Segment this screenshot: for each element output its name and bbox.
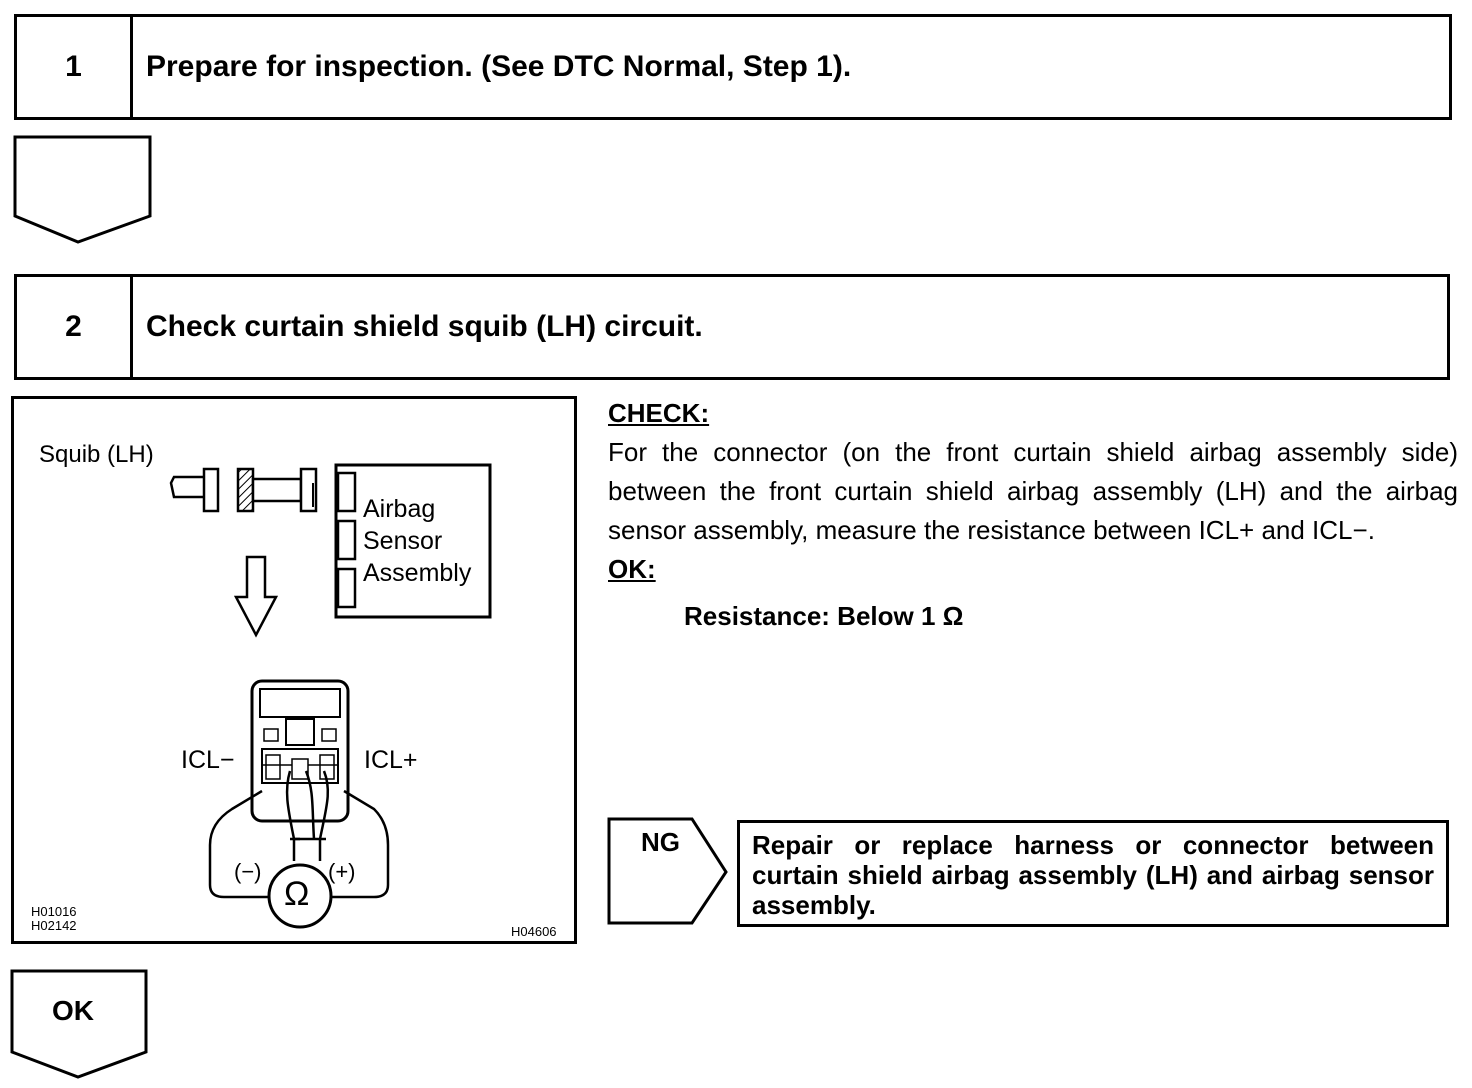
ohmmeter-dial-icon <box>267 863 333 929</box>
sensor-label-assembly: Assembly <box>363 559 472 587</box>
step-1-box: 1 Prepare for inspection. (See DTC Norma… <box>14 14 1452 120</box>
ohmmeter-body-icon <box>208 789 390 899</box>
airbag-sensor-box-icon <box>334 463 492 619</box>
icl-minus-label: ICL− <box>181 746 235 774</box>
resistance-spec: Resistance: Below 1 Ω <box>684 601 964 631</box>
figure-code-left-1: H01016 <box>31 904 77 919</box>
check-heading: CHECK: <box>608 398 710 428</box>
ng-action-box: Repair or replace harness or connector b… <box>737 820 1449 927</box>
figure-code-right: H04606 <box>511 924 557 939</box>
figure-code-left-2: H02142 <box>31 918 77 933</box>
probe-wires-icon <box>285 770 330 861</box>
sensor-label-airbag: Airbag <box>363 495 436 523</box>
step-2-number: 2 <box>17 277 133 377</box>
check-instructions: For the connector (on the front curtain … <box>608 437 1458 545</box>
sensor-label-sensor: Sensor <box>363 527 443 555</box>
down-arrow-icon <box>233 555 279 638</box>
connector-diagram: Squib (LH) Airbag Sensor Assembly ICL− I… <box>11 396 577 944</box>
plus-probe-label: (+) <box>328 859 356 884</box>
connector-face-icon <box>250 679 350 823</box>
step-1-title: Prepare for inspection. (See DTC Normal,… <box>146 50 852 83</box>
ok-flow-label: OK <box>52 995 94 1026</box>
step-2-box: 2 Check curtain shield squib (LH) circui… <box>14 274 1450 380</box>
step-1-number: 1 <box>17 17 133 117</box>
ok-heading: OK: <box>608 554 656 584</box>
check-section: CHECK: For the connector (on the front c… <box>608 394 1458 636</box>
diagram-drawing <box>169 463 492 929</box>
ohm-symbol: Ω <box>284 875 310 913</box>
squib-label: Squib (LH) <box>39 441 154 468</box>
step-2-title: Check curtain shield squib (LH) circuit. <box>146 310 703 343</box>
squib-connector-icon <box>169 467 318 513</box>
icl-plus-label: ICL+ <box>364 746 418 774</box>
minus-probe-label: (−) <box>234 859 262 884</box>
ng-label: NG <box>641 827 680 857</box>
